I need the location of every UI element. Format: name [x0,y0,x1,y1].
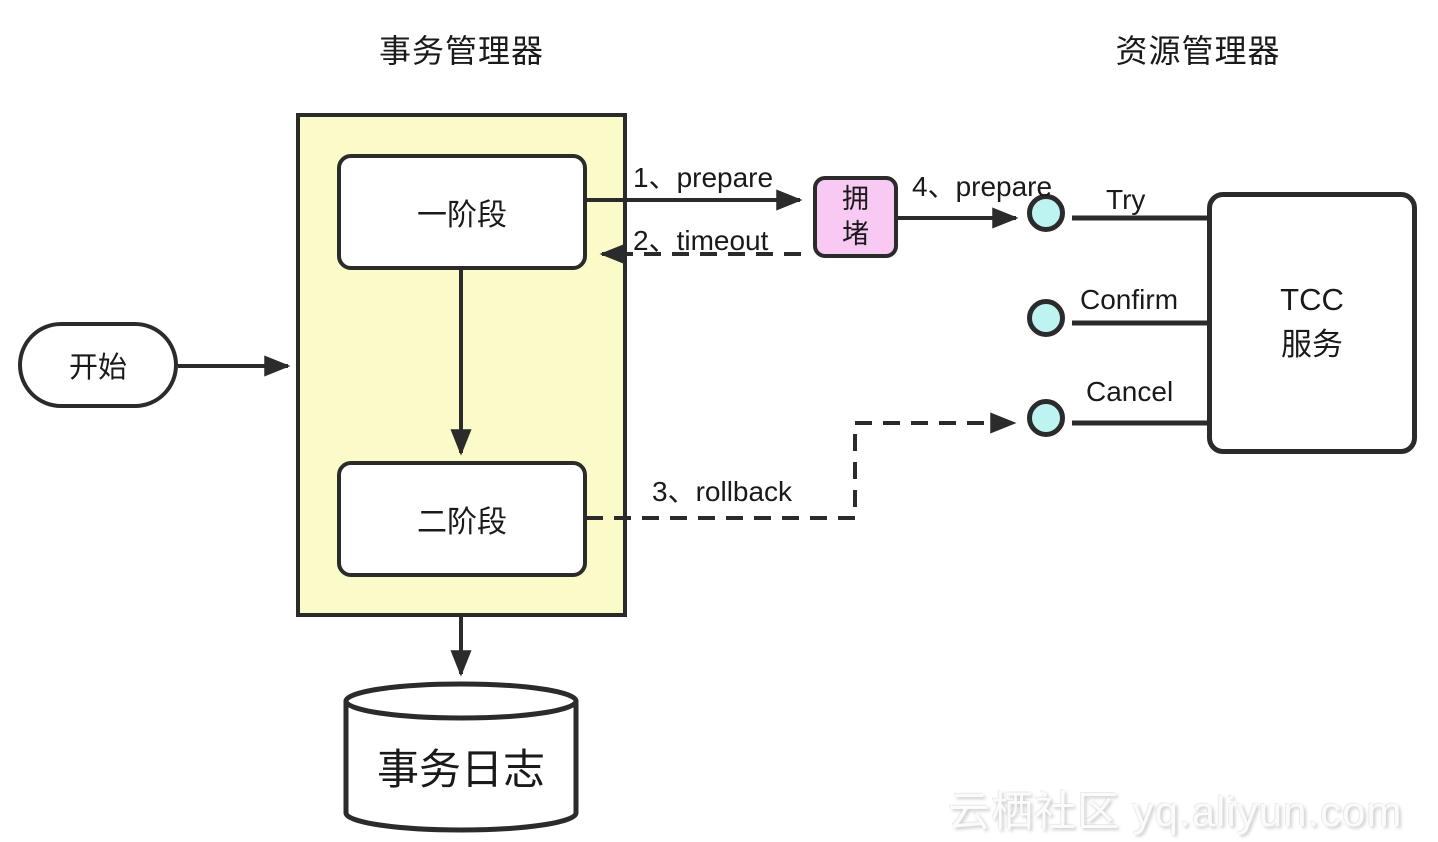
phase2-node: 二阶段 [337,461,587,577]
confirm-edge-label: Confirm [1080,284,1179,315]
try-edge-label: Try [1106,184,1146,215]
try-endpoint-circle [1027,194,1065,232]
prepare1-edge-label: 1、prepare [633,162,774,193]
congestion-label: 拥堵 [842,184,869,249]
resource-manager-title: 资源管理器 [1115,33,1281,69]
prepare4-edge-label: 4、prepare [912,171,1053,202]
start-node: 开始 [18,322,178,408]
watermark-text: 云栖社区 yq.aliyun.com [948,788,1403,835]
rollback3-edge-label: 3、rollback [652,476,793,507]
tcc-service-label-line1: TCC [1280,282,1344,318]
cancel-endpoint-circle [1027,399,1065,437]
timeout2-edge-label: 2、timeout [633,225,769,256]
transaction-log-cylinder [343,681,579,833]
edge-rollback3-arrow [586,412,1017,520]
congestion-node: 拥堵 [813,176,898,258]
phase1-label: 一阶段 [417,199,507,232]
tcc-service-node: TCC 服务 [1207,192,1417,454]
transaction-manager-title: 事务管理器 [378,33,544,69]
phase2-label: 二阶段 [417,506,507,539]
confirm-endpoint-circle [1027,299,1065,337]
tcc-service-label-line2: 服务 [1281,327,1343,362]
transaction-log-label: 事务日志 [376,746,545,793]
phase1-node: 一阶段 [337,154,587,270]
cancel-edge-label: Cancel [1086,376,1174,407]
start-node-label: 开始 [68,352,127,384]
